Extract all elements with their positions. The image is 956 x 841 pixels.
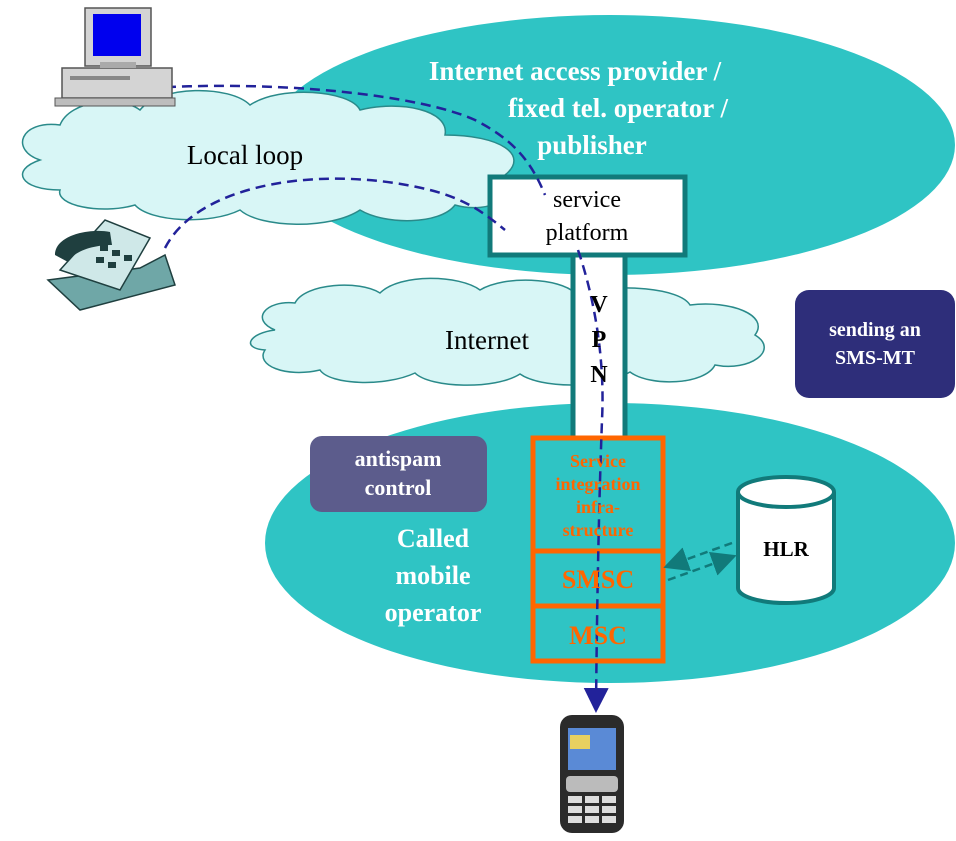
mobile-operator-label-line1: Called: [397, 524, 470, 553]
sending-sms-label-line2: SMS-MT: [835, 347, 916, 369]
antispam-label-line2: control: [365, 475, 432, 500]
internet-label: Internet: [445, 325, 529, 355]
service-platform-label-line1: service: [553, 187, 621, 213]
local-loop-label: Local loop: [187, 140, 303, 170]
mobile-operator-label-line3: operator: [385, 598, 482, 627]
vpn-letter-p: P: [592, 327, 607, 353]
antispam-label-line1: antispam: [355, 446, 442, 471]
smsc-label: SMSC: [562, 565, 634, 594]
mobile-operator-label-line2: mobile: [395, 561, 470, 590]
telephone-icon: [46, 219, 176, 311]
msc-label: MSC: [569, 621, 627, 650]
sms-path-line: [576, 249, 609, 713]
provider-label-line3: publisher: [537, 130, 647, 160]
sending-sms-box: [795, 290, 955, 398]
sending-sms-label-line1: sending an: [829, 319, 921, 341]
vpn-letter-n: N: [590, 362, 608, 388]
infra-label-line1: Service: [570, 451, 626, 471]
hlr-database: [736, 475, 836, 605]
antispam-box: [310, 436, 487, 512]
service-platform-label-line2: platform: [546, 220, 629, 246]
infra-label-line3: infra-: [576, 497, 620, 517]
computer-connection-line: [149, 84, 547, 196]
local-loop-cloud: [21, 89, 515, 225]
phone-connection-line: [163, 177, 506, 249]
vpn-letter-v: V: [590, 292, 608, 318]
hlr-to-smsc-arrow: [663, 541, 733, 571]
infra-label-line4: structure: [563, 520, 634, 540]
mobile-phone-icon: [560, 715, 624, 833]
hlr-label: HLR: [763, 537, 809, 561]
provider-label-line2: fixed tel. operator /: [508, 93, 728, 123]
service-platform-box: [487, 174, 688, 258]
desktop-computer-icon: [54, 7, 176, 107]
provider-label-line1: Internet access provider /: [429, 56, 722, 86]
infra-label-line2: integration: [556, 474, 641, 494]
internet-cloud: [249, 277, 765, 386]
smsc-to-hlr-arrow: [667, 552, 737, 582]
